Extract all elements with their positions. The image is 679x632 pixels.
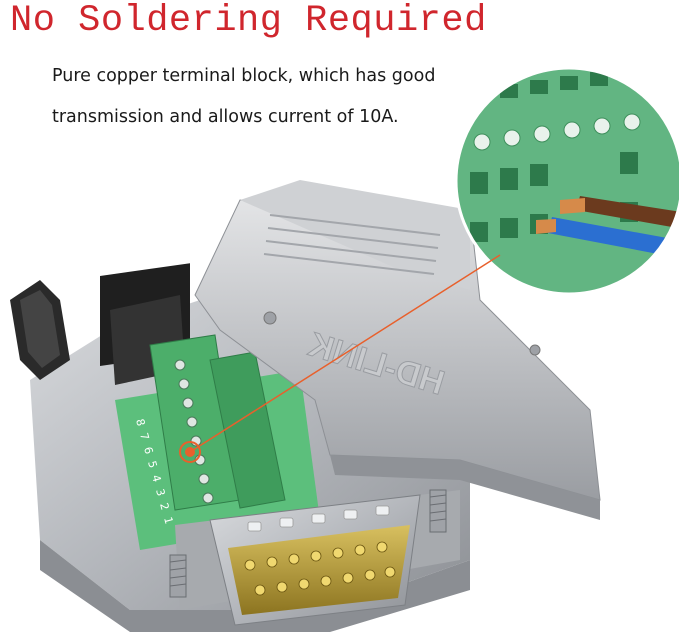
pin-label-8: 8	[133, 417, 147, 427]
thumbscrew-left	[169, 554, 187, 598]
metal-cover	[194, 180, 601, 520]
zoom-inset-border	[454, 66, 679, 296]
pin-label-4: 4	[149, 473, 163, 483]
headline: No Soldering Required	[10, 0, 487, 42]
pin-label-3: 3	[153, 487, 167, 497]
pin-labels: 8 7 6 5 4 3 2 1	[133, 417, 175, 525]
thumbscrew-right	[429, 489, 447, 533]
pointer-indicator	[179, 254, 501, 463]
description-line-1: Pure copper terminal block, which has go…	[52, 66, 436, 86]
pin-label-7: 7	[137, 431, 151, 441]
db-connector-face	[175, 490, 460, 626]
pin-label-6: 6	[141, 445, 155, 455]
description-line-2: transmission and allows current of 10A.	[52, 107, 399, 127]
pin-label-2: 2	[157, 501, 171, 511]
pin-label-5: 5	[145, 459, 159, 469]
pin-label-1: 1	[161, 515, 175, 525]
